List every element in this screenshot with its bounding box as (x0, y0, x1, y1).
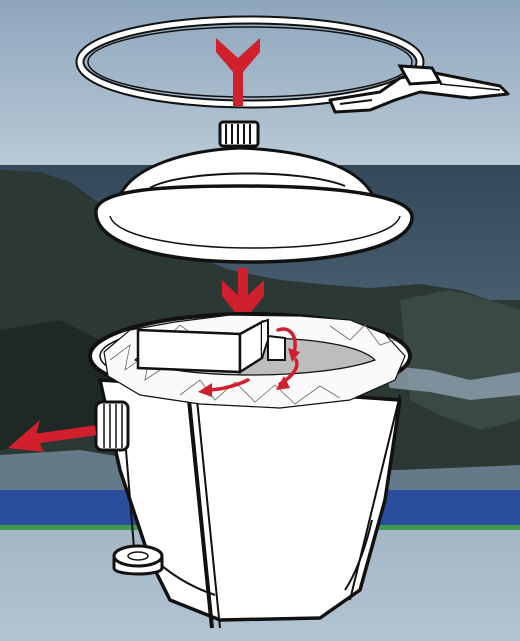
filter-bag (104, 315, 405, 408)
